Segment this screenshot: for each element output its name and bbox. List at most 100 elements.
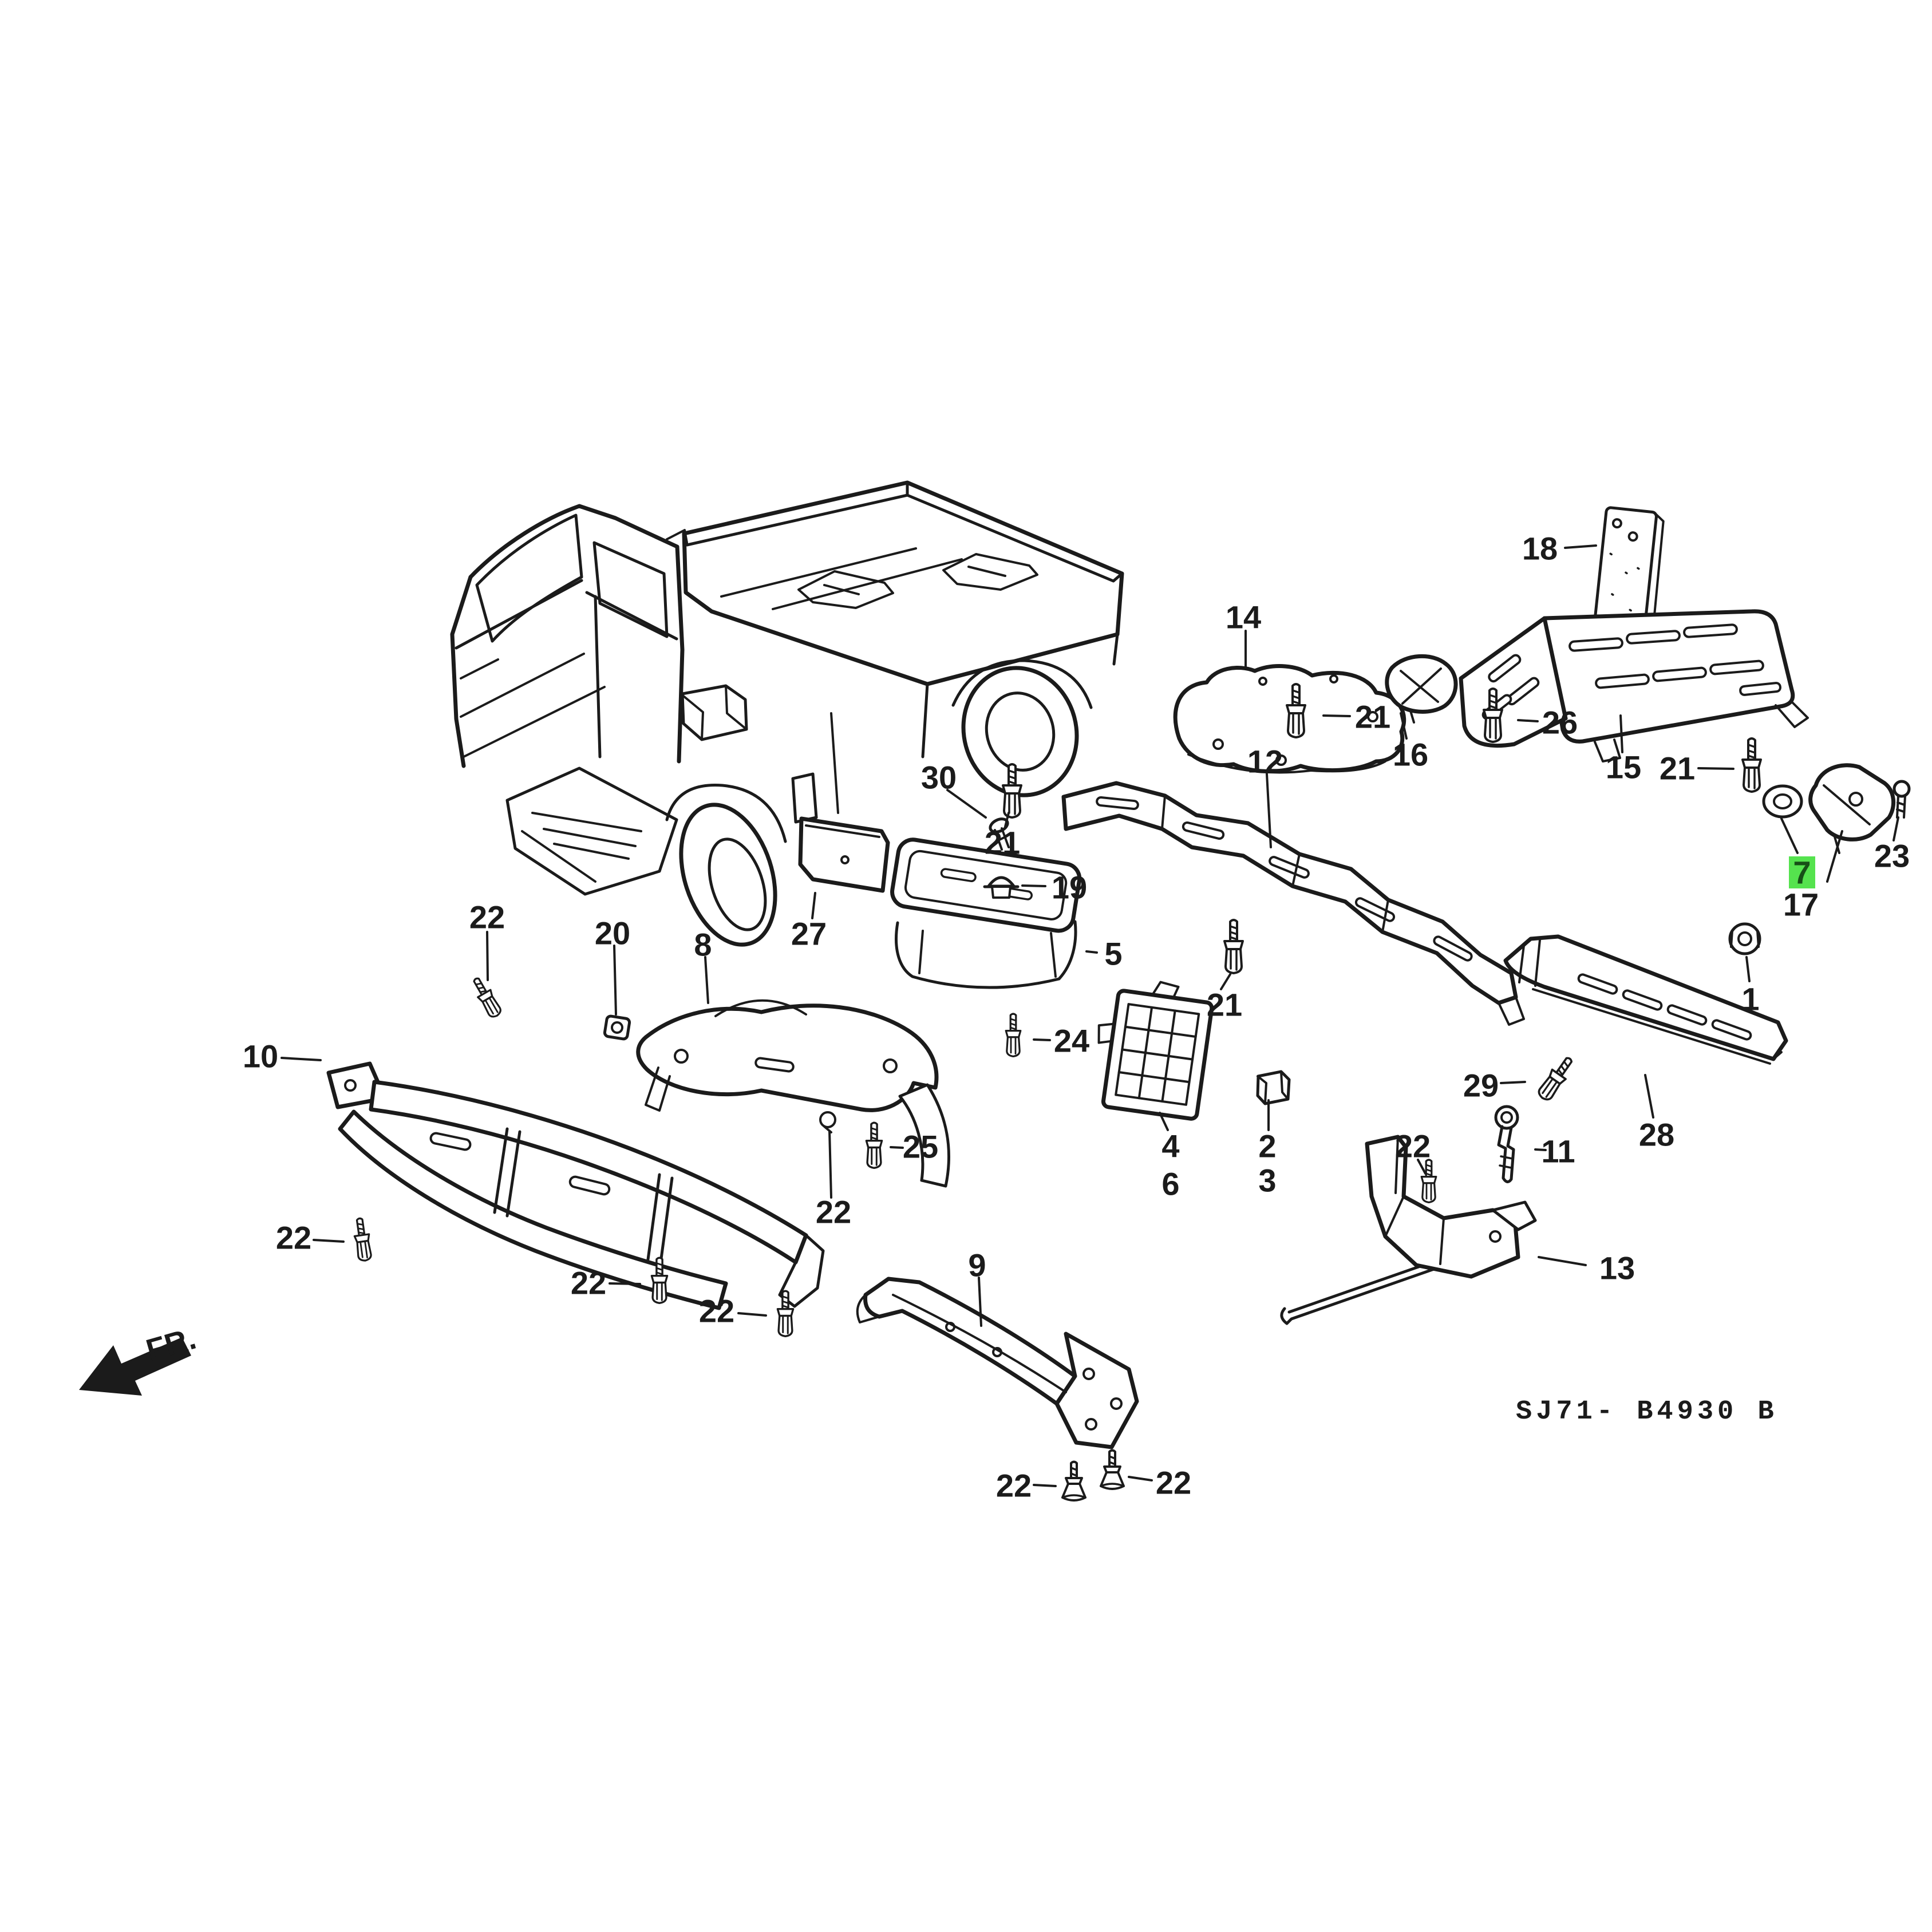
leader-line-30 <box>946 789 987 819</box>
callout-label-21[interactable]: 21 <box>1660 750 1695 787</box>
leader-line-15 <box>1619 714 1623 753</box>
callout-label-21[interactable]: 21 <box>1355 699 1390 735</box>
part-17-drawing <box>1808 763 1896 854</box>
callout-label-17[interactable]: 17 <box>1783 887 1819 923</box>
part-16-drawing <box>1385 654 1458 724</box>
callout-label-12[interactable]: 12 <box>1247 744 1283 780</box>
callout-label-15[interactable]: 15 <box>1606 749 1641 785</box>
fr-label: FR. <box>143 1321 200 1368</box>
leader-line-4 <box>1159 1112 1169 1131</box>
fr-arrow: FR. <box>79 1321 200 1396</box>
callout-label-2[interactable]: 2 <box>1258 1128 1276 1164</box>
leader-line-26 <box>1517 719 1539 722</box>
leader-line-23 <box>1893 816 1899 841</box>
part-28-drawing <box>1503 934 1788 1065</box>
callout-label-13[interactable]: 13 <box>1599 1250 1635 1286</box>
callout-label-29[interactable]: 29 <box>1463 1068 1499 1104</box>
part-1-capnut-drawing <box>1728 922 1761 955</box>
callout-label-28[interactable]: 28 <box>1639 1117 1674 1153</box>
part-19-grommet-drawing <box>983 876 1020 899</box>
leader-line-22 <box>1033 1484 1057 1487</box>
part-9-drawing <box>856 1277 1139 1449</box>
callout-label-26[interactable]: 26 <box>1542 705 1578 741</box>
leader-line-20 <box>613 945 617 1016</box>
callout-label-23[interactable]: 23 <box>1874 838 1910 874</box>
part-27-drawing <box>798 816 890 893</box>
leader-line-16 <box>1400 712 1408 740</box>
part-30-clip-drawing <box>989 817 1010 851</box>
leader-line-21 <box>1004 812 1010 828</box>
leader-line-11 <box>1534 1148 1547 1151</box>
leader-line-22 <box>737 1312 767 1317</box>
leader-line-22 <box>1128 1476 1153 1481</box>
leader-line-8 <box>704 956 709 1004</box>
leader-line-22 <box>486 931 489 981</box>
callout-label-22[interactable]: 22 <box>1156 1465 1191 1501</box>
fr-arrow-icon <box>79 1337 191 1396</box>
leader-line-22 <box>1417 1159 1427 1175</box>
leader-line-9 <box>978 1277 982 1327</box>
leader-line-12 <box>1266 773 1272 848</box>
callout-label-22[interactable]: 22 <box>816 1194 851 1230</box>
callout-label-22[interactable]: 22 <box>571 1265 606 1301</box>
leader-line-21 <box>1220 973 1231 990</box>
callout-label-30[interactable]: 30 <box>921 760 957 796</box>
callout-label-4[interactable]: 4 <box>1161 1128 1179 1164</box>
callout-label-22[interactable]: 22 <box>699 1293 734 1329</box>
callout-label-20[interactable]: 20 <box>595 915 630 951</box>
callout-label-18[interactable]: 18 <box>1522 531 1558 567</box>
leader-line-22 <box>609 1282 641 1285</box>
callout-label-24[interactable]: 24 <box>1054 1023 1089 1059</box>
part-4-6-drawing <box>1097 981 1214 1121</box>
leader-line-22 <box>313 1239 345 1243</box>
callout-label-16[interactable]: 16 <box>1393 737 1428 773</box>
part-5-drawing <box>890 837 1082 989</box>
part-8-drawing <box>636 999 950 1188</box>
callout-label-10[interactable]: 10 <box>243 1038 278 1074</box>
leader-line-28 <box>1644 1074 1654 1119</box>
leader-line-17 <box>1826 830 1843 883</box>
leader-line-1 <box>1745 956 1751 982</box>
callout-label-9[interactable]: 9 <box>968 1247 986 1283</box>
leader-line-25 <box>890 1146 904 1149</box>
callout-label-22[interactable]: 22 <box>469 899 505 935</box>
leader-line-29 <box>1500 1081 1526 1084</box>
diagram-code: SJ71- B4930 B <box>1516 1397 1778 1427</box>
callout-label-19[interactable]: 19 <box>1052 870 1087 906</box>
part-2-3-drawing <box>1256 1070 1291 1105</box>
callout-label-1[interactable]: 1 <box>1741 981 1759 1017</box>
part-20-nut-drawing <box>603 1014 631 1041</box>
callout-label-22[interactable]: 22 <box>996 1468 1032 1504</box>
callout-label-25[interactable]: 25 <box>903 1129 938 1165</box>
leader-line-18 <box>1564 544 1597 549</box>
part-7-grommet-drawing <box>1762 784 1803 819</box>
callout-label-22[interactable]: 22 <box>1395 1128 1431 1164</box>
callout-label-11[interactable]: 11 <box>1541 1133 1575 1170</box>
part-13-drawing <box>1280 1135 1537 1325</box>
part-10-drawing <box>326 1061 836 1310</box>
highlight-box <box>1789 856 1815 888</box>
part-15-drawing <box>1459 609 1809 762</box>
leader-line-5 <box>1085 950 1098 954</box>
part-11-drawing <box>1494 1105 1519 1183</box>
leader-line-27 <box>811 892 816 919</box>
callout-label-3[interactable]: 3 <box>1258 1163 1276 1199</box>
leader-line-22 <box>828 1130 832 1199</box>
callout-label-21[interactable]: 21 <box>1207 987 1242 1023</box>
part-12-drawing <box>1061 781 1525 1026</box>
callout-label-8[interactable]: 8 <box>694 927 712 963</box>
callout-label-7[interactable]: 7 <box>1793 855 1811 891</box>
callout-label-6[interactable]: 6 <box>1161 1166 1179 1202</box>
leader-line-21 <box>1697 767 1735 770</box>
part-23-bolt-drawing <box>1893 780 1911 819</box>
leader-line-10 <box>280 1057 322 1061</box>
callout-label-22[interactable]: 22 <box>276 1220 311 1256</box>
leader-line-13 <box>1538 1256 1587 1266</box>
callout-label-21[interactable]: 21 <box>985 825 1020 861</box>
callout-label-14[interactable]: 14 <box>1226 599 1261 635</box>
callout-label-5[interactable]: 5 <box>1104 936 1122 972</box>
callout-label-27[interactable]: 27 <box>791 916 827 952</box>
truck-illustration <box>450 480 1124 947</box>
